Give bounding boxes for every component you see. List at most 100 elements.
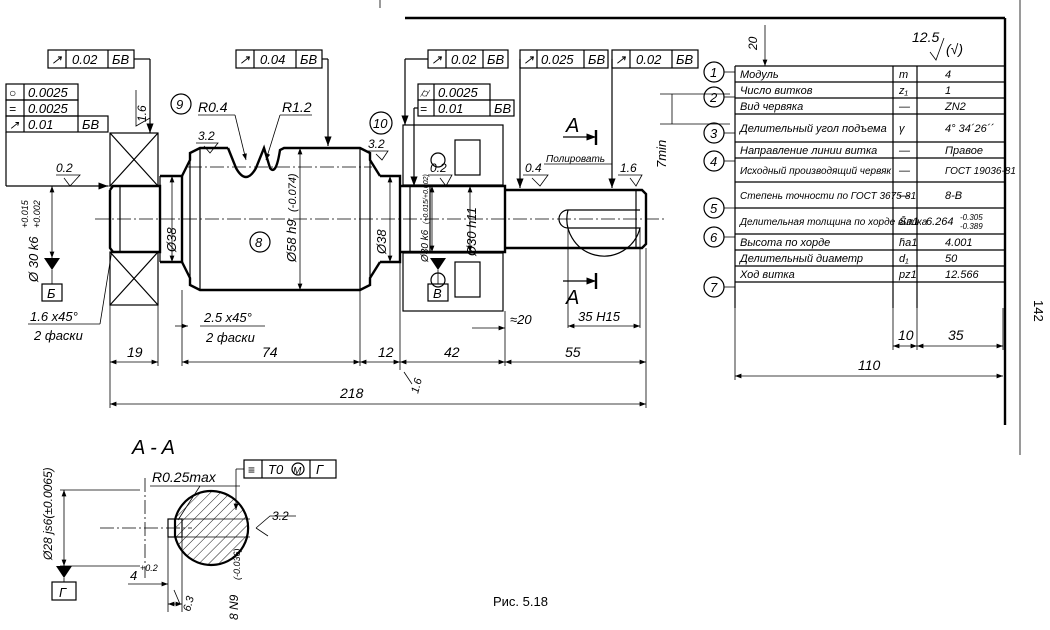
param-row-name: Ход витка [739,269,795,281]
param-table: 10 35 110 [734,65,1004,380]
svg-text:35: 35 [948,327,964,343]
svg-text:БВ: БВ [487,52,504,67]
callouts-shaft: 9 8 10 [170,93,393,253]
svg-text:3.2: 3.2 [368,137,385,151]
svg-text:0.02: 0.02 [636,52,662,67]
svg-text:2 фаски: 2 фаски [205,330,255,345]
datum-B: Б [41,258,63,302]
svg-text:10: 10 [373,116,388,131]
param-row-symbol: γ [899,123,906,135]
page-number: 142 [1031,300,1046,322]
svg-text:↗: ↗ [239,52,250,67]
param-row-name: Делительный диаметр [738,253,863,265]
param-row-symbol: m [899,69,908,81]
section-a-a: A - A Ø28 js6(±0.0065) Г R0.25max ≡ T0 M… [41,437,337,620]
svg-text:≡: ≡ [248,463,255,477]
svg-text:1.6: 1.6 [135,105,149,122]
svg-text:0.04: 0.04 [260,52,285,67]
tol-frame-mid-stack: ⌭ 0.0025 = 0.01 БВ [410,83,515,186]
svg-text:Ø38: Ø38 [164,227,179,253]
right-bearing-section [402,124,504,312]
svg-text:↗: ↗ [51,52,62,67]
radii-labels: R0.4 R1.2 [198,99,312,161]
svg-text:↗: ↗ [523,52,534,67]
svg-text:55: 55 [565,344,581,360]
param-row-symbol: z₁ [898,85,909,97]
svg-text:0.01: 0.01 [438,101,463,116]
svg-text:0.02: 0.02 [451,52,477,67]
svg-text:12: 12 [378,344,394,360]
svg-text:БВ: БВ [676,52,693,67]
tol-frame-runout-end: ↗ 0.02 БВ [608,49,699,188]
tol-frame-runout-thread: ↗ 0.04 БВ [235,49,332,146]
table-callout-number: 5 [710,201,718,216]
table-callout-number: 3 [710,126,718,141]
svg-text:20: 20 [746,36,760,51]
param-row-value: 4 [945,69,951,81]
svg-text:2.5 x45°: 2.5 x45° [203,310,252,325]
param-row-value: ZN2 [944,101,966,113]
svg-text:БВ: БВ [494,101,511,116]
section-markers: A A 7min [563,93,730,309]
param-row-value: Правое [945,145,983,157]
svg-text:0.0025: 0.0025 [28,85,69,100]
svg-text:=: = [420,102,427,116]
svg-text:M: M [293,466,302,477]
param-row-name: Исходный производящий червяк [740,166,892,177]
svg-text:БВ: БВ [82,117,99,132]
tol-frame-runout-shoulder: ↗ 0.025 БВ [516,49,609,188]
param-row-value: 4.001 [945,237,973,249]
table-callout-number: 4 [710,154,717,169]
svg-text:19: 19 [127,344,143,360]
longitudinal-dimensions: 19 74 12 42 55 218 ≈20 35 H15 1.6 [109,228,647,408]
svg-text:0.4: 0.4 [525,161,542,175]
svg-text:↗: ↗ [615,52,626,67]
svg-text:(-0.036): (-0.036) [232,548,242,580]
svg-text:3.2: 3.2 [198,129,215,143]
svg-text:74: 74 [262,344,278,360]
param-row-name: Модуль [740,69,779,81]
svg-text:0.02: 0.02 [72,52,98,67]
svg-text:35 H15: 35 H15 [578,309,621,324]
svg-text:+0.002: +0.002 [32,200,42,228]
param-row-value: 8-В [945,190,962,202]
svg-text:Полировать: Полировать [546,154,605,165]
param-row-symbol: — [898,190,911,202]
figure-caption: Рис. 5.18 [493,594,548,609]
svg-text:9: 9 [176,97,183,112]
datum-V: В [427,258,449,302]
svg-text:=: = [9,102,16,116]
svg-text:Г: Г [59,585,67,600]
param-row-value: 12.566 [945,269,980,281]
svg-text:↗: ↗ [431,52,442,67]
param-row-symbol: — [898,145,911,157]
svg-text:7min: 7min [654,140,669,168]
svg-text:БВ: БВ [112,52,129,67]
svg-text:12.5: 12.5 [912,29,939,45]
param-row-value: 50 [945,253,958,265]
svg-text:В: В [433,286,442,301]
param-row-name: Делительный угол подъема [738,123,887,135]
svg-text:Г: Г [316,462,324,477]
param-row-symbol: — [898,165,911,177]
svg-text:4: 4 [130,568,137,583]
svg-text:⌭: ⌭ [420,86,431,100]
svg-text:0.2: 0.2 [430,161,447,175]
svg-text:(-0.074): (-0.074) [287,173,299,212]
svg-text:БВ: БВ [300,52,317,67]
table-callout-number: 6 [710,230,718,245]
svg-text:БВ: БВ [588,52,605,67]
param-row-tol-upper: -0.305 [960,213,983,222]
param-row-name: Степень точности по ГОСТ 3675-81 [740,191,916,202]
tol-frame-left-stack: ○ 0.0025 = 0.0025 ↗ 0.01 БВ [5,83,109,190]
svg-text:R1.2: R1.2 [282,99,312,115]
svg-text:218: 218 [339,385,364,401]
svg-text:Ø38: Ø38 [374,229,389,255]
svg-text:2 фаски: 2 фаски [33,328,83,343]
tol-frame-runout-right: ↗ 0.02 БВ [401,49,509,125]
param-row-value: 6.264 [926,216,954,228]
svg-text:A: A [565,287,579,309]
